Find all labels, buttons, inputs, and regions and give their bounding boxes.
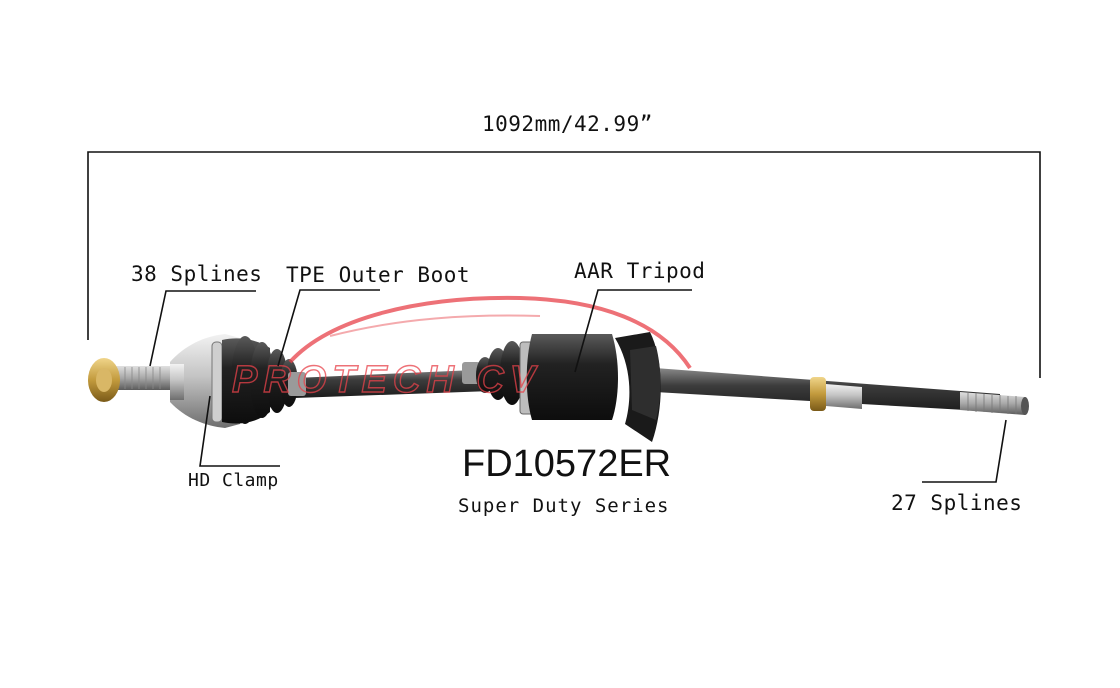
label-38-splines: 38 Splines	[131, 262, 263, 286]
part-number: FD10572ER	[462, 443, 672, 485]
watermark: PROTECH CV	[231, 295, 692, 402]
outer-cv-joint	[88, 334, 240, 428]
dimension-bracket	[87, 151, 1041, 378]
watermark-text: PROTECH CV	[232, 359, 541, 401]
outer-boot	[222, 336, 306, 424]
label-tpe-outer-boot: TPE Outer Boot	[286, 263, 471, 287]
label-aar-tripod: AAR Tripod	[574, 259, 706, 283]
leader-lines	[149, 289, 1007, 483]
label-hd-clamp: HD Clamp	[188, 470, 279, 491]
tripod-housing	[526, 332, 661, 442]
dimension-label: 1092mm/42.99”	[482, 112, 653, 136]
label-27-splines: 27 Splines	[891, 491, 1023, 515]
series-label: Super Duty Series	[458, 495, 670, 517]
